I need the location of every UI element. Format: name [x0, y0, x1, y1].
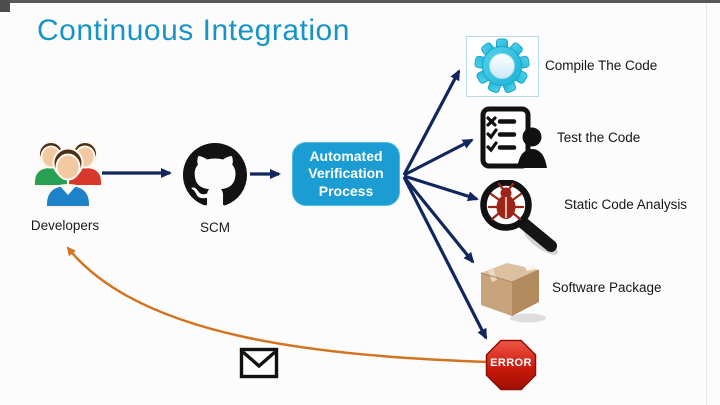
arrow-process-to-static-analysis	[403, 174, 479, 202]
compile-the-code-label: Compile The Code	[545, 58, 658, 73]
package-box-icon	[480, 263, 546, 323]
stop-sign-icon	[485, 339, 537, 391]
developers-label: Developers	[30, 218, 100, 233]
people-group-icon	[33, 141, 103, 208]
arrow-process-to-compile	[402, 69, 461, 176]
github-octocat-icon	[183, 143, 247, 206]
automated-verification-process-box: Automated Verification Process	[292, 142, 400, 206]
static-code-analysis-label: Static Code Analysis	[564, 197, 688, 212]
gear-icon	[466, 36, 539, 97]
test-the-code-label: Test the Code	[557, 130, 641, 145]
error-label: ERROR	[490, 357, 532, 369]
page-title: Continuous Integration	[37, 14, 350, 47]
top-border-bar	[0, 0, 720, 3]
top-left-corner-mark	[0, 0, 10, 12]
arrow-process-to-package	[402, 175, 475, 264]
process-box-label: Automated Verification Process	[308, 148, 384, 199]
scm-label: SCM	[200, 220, 230, 235]
arrow-process-to-error	[402, 176, 488, 340]
test-checklist-icon	[480, 106, 547, 169]
feedback-arrow-error-to-developers	[66, 246, 490, 364]
arrow-process-to-test	[403, 138, 474, 177]
bug-magnifier-icon	[480, 180, 558, 255]
right-edge-line	[706, 3, 707, 405]
envelope-icon	[239, 347, 279, 379]
software-package-label: Software Package	[552, 280, 662, 295]
